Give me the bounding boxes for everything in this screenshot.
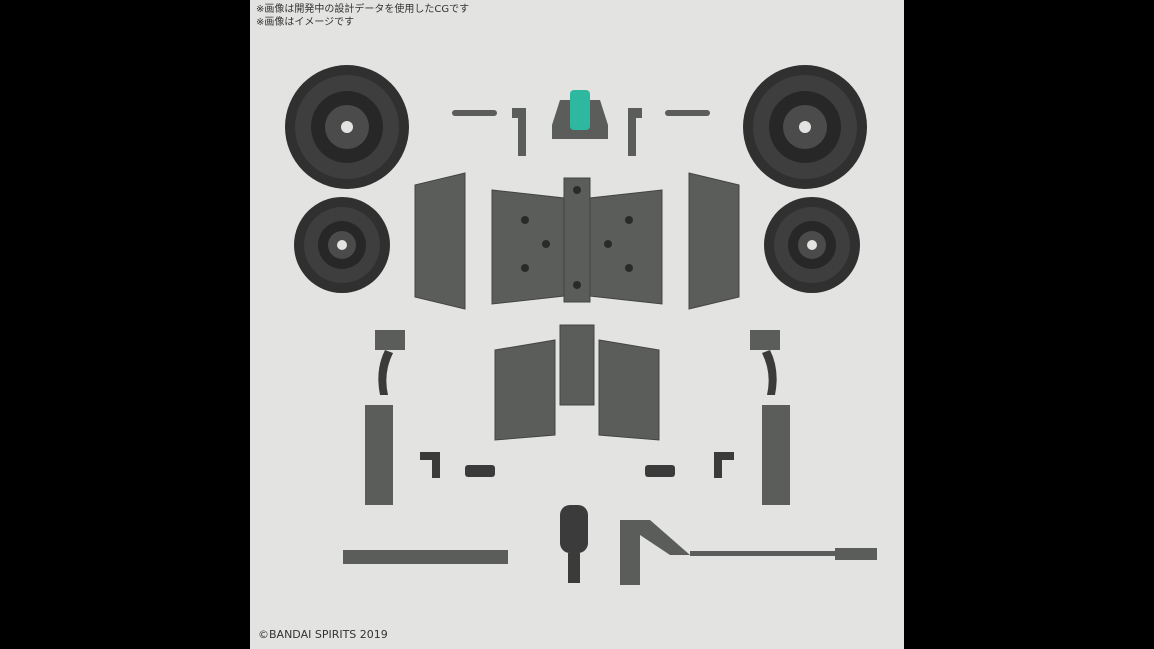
disclaimer-cg: ※画像は開発中の設計データを使用したCGです: [256, 4, 470, 15]
disclaimer-notes: ※画像は開発中の設計データを使用したCGです ※画像はイメージです: [256, 3, 469, 29]
copyright: ©BANDAI SPIRITS 2019: [258, 628, 388, 641]
body-frame-lower: [494, 324, 660, 441]
wheel-large-left: [285, 65, 409, 189]
clear-part-green: [570, 90, 590, 130]
body-frame-upper: [414, 172, 740, 310]
wheel-small-right: [764, 197, 860, 293]
wheel-large-right: [743, 65, 867, 189]
product-image: ※画像は開発中の設計データを使用したCGです ※画像はイメージです: [250, 0, 904, 649]
wheel-small-left: [294, 197, 390, 293]
suspension-right: [750, 330, 790, 505]
suspension-left: [365, 330, 405, 505]
small-connectors: [420, 452, 734, 478]
disclaimer-image: ※画像はイメージです: [256, 17, 355, 28]
bottom-parts: [343, 505, 877, 585]
model-kit-parts: [285, 65, 877, 585]
